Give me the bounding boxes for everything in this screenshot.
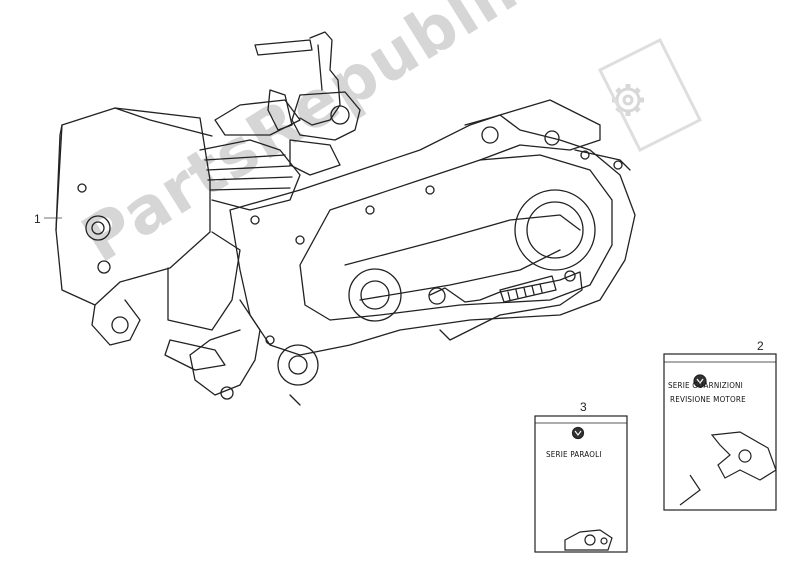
piaggio-logo-icon xyxy=(693,374,707,388)
callout-oil-seal-kit: 3 xyxy=(580,400,587,414)
gasket-kit-label-line1: SERIE GUARNIZIONI xyxy=(668,381,743,390)
callout-engine: 1 xyxy=(34,212,41,226)
oil-seal-kit-label: SERIE PARAOLI xyxy=(546,450,602,459)
piaggio-logo-icon xyxy=(571,426,585,440)
callout-gasket-kit: 2 xyxy=(757,339,764,353)
gasket-kit-label-line2: REVISIONE MOTORE xyxy=(670,395,746,404)
